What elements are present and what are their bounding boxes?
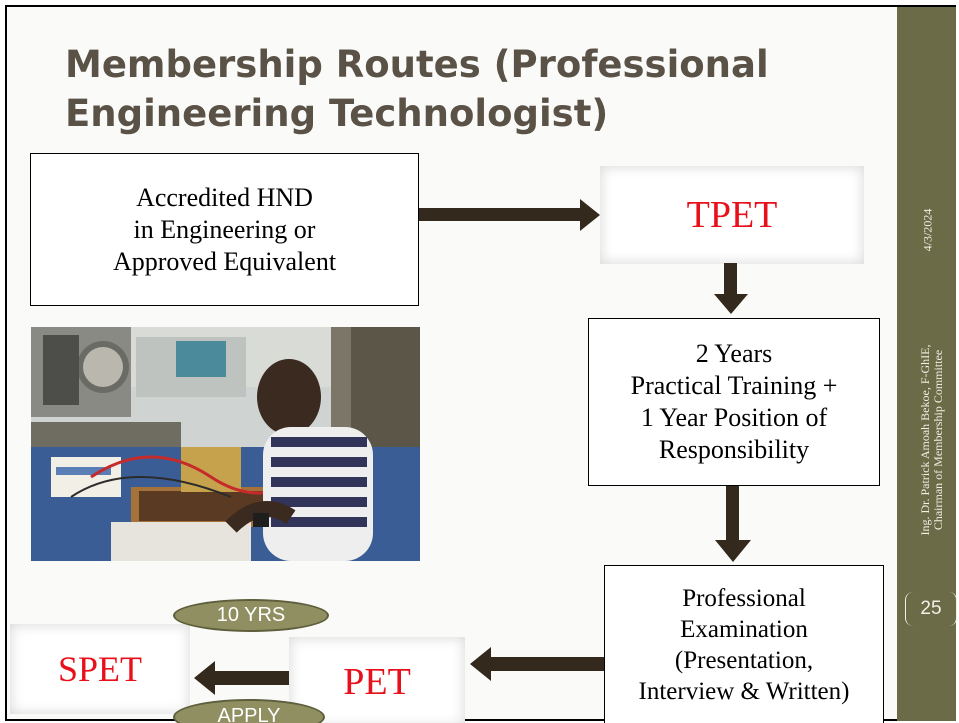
training-box: 2 Years Practical Training + 1 Year Posi… [588, 318, 880, 486]
title-line-2: Engineering Technologist) [65, 92, 609, 135]
apply-badge-label: APPLY [217, 705, 281, 723]
tpet-box: TPET [600, 166, 864, 264]
training-line-4: Responsibility [658, 435, 810, 464]
arrow-hnd-to-tpet [419, 208, 581, 221]
hnd-line-3: Approved Equivalent [112, 246, 337, 276]
page-number: 25 [905, 592, 957, 626]
years-badge: 10 YRS [173, 599, 329, 632]
exam-line-1: Professional [682, 585, 806, 612]
training-line-1: 2 Years [695, 339, 773, 368]
arrow-training-to-exam [726, 486, 739, 542]
training-line-2: Practical Training + [630, 371, 838, 400]
slide-date: 4/3/2024 [920, 208, 935, 252]
exam-box: Professional Examination (Presentation, … [604, 565, 884, 723]
lab-photo [31, 327, 420, 561]
title-line-1: Membership Routes (Professional [65, 43, 769, 86]
tpet-label: TPET [686, 194, 778, 236]
hnd-line-2: in Engineering or [133, 214, 316, 244]
author-line-2: Chairman of Membership Committee [931, 349, 945, 531]
pet-label: PET [343, 661, 411, 703]
arrow-pet-to-spet [214, 671, 289, 685]
page-number-label: 25 [920, 598, 942, 619]
slide-title: Membership Routes (Professional Engineer… [65, 40, 865, 138]
arrow-exam-to-pet [490, 657, 604, 671]
lab-photo-illustration [31, 327, 420, 561]
arrow-head-hnd-to-tpet [580, 199, 600, 231]
exam-line-4: Interview & Written) [638, 678, 850, 705]
arrow-head-pet-to-spet [194, 661, 215, 695]
slide-author: Ing. Dr. Patrick Amoah Bekoe, F-GhIE, Ch… [918, 345, 945, 536]
arrow-head-exam-to-pet [470, 647, 491, 681]
arrow-head-training-to-exam [715, 540, 751, 562]
hnd-line-1: Accredited HND [136, 182, 313, 212]
training-line-3: 1 Year Position of [640, 403, 828, 432]
exam-line-3: (Presentation, [674, 647, 814, 674]
sidebar [897, 7, 956, 721]
arrow-tpet-to-training [724, 263, 737, 296]
spet-label: SPET [57, 649, 143, 689]
arrow-head-tpet-to-training [714, 294, 748, 314]
exam-line-2: Examination [680, 616, 808, 643]
years-badge-label: 10 YRS [216, 604, 286, 626]
hnd-box: Accredited HND in Engineering or Approve… [30, 153, 419, 306]
spet-box: SPET [10, 624, 190, 714]
